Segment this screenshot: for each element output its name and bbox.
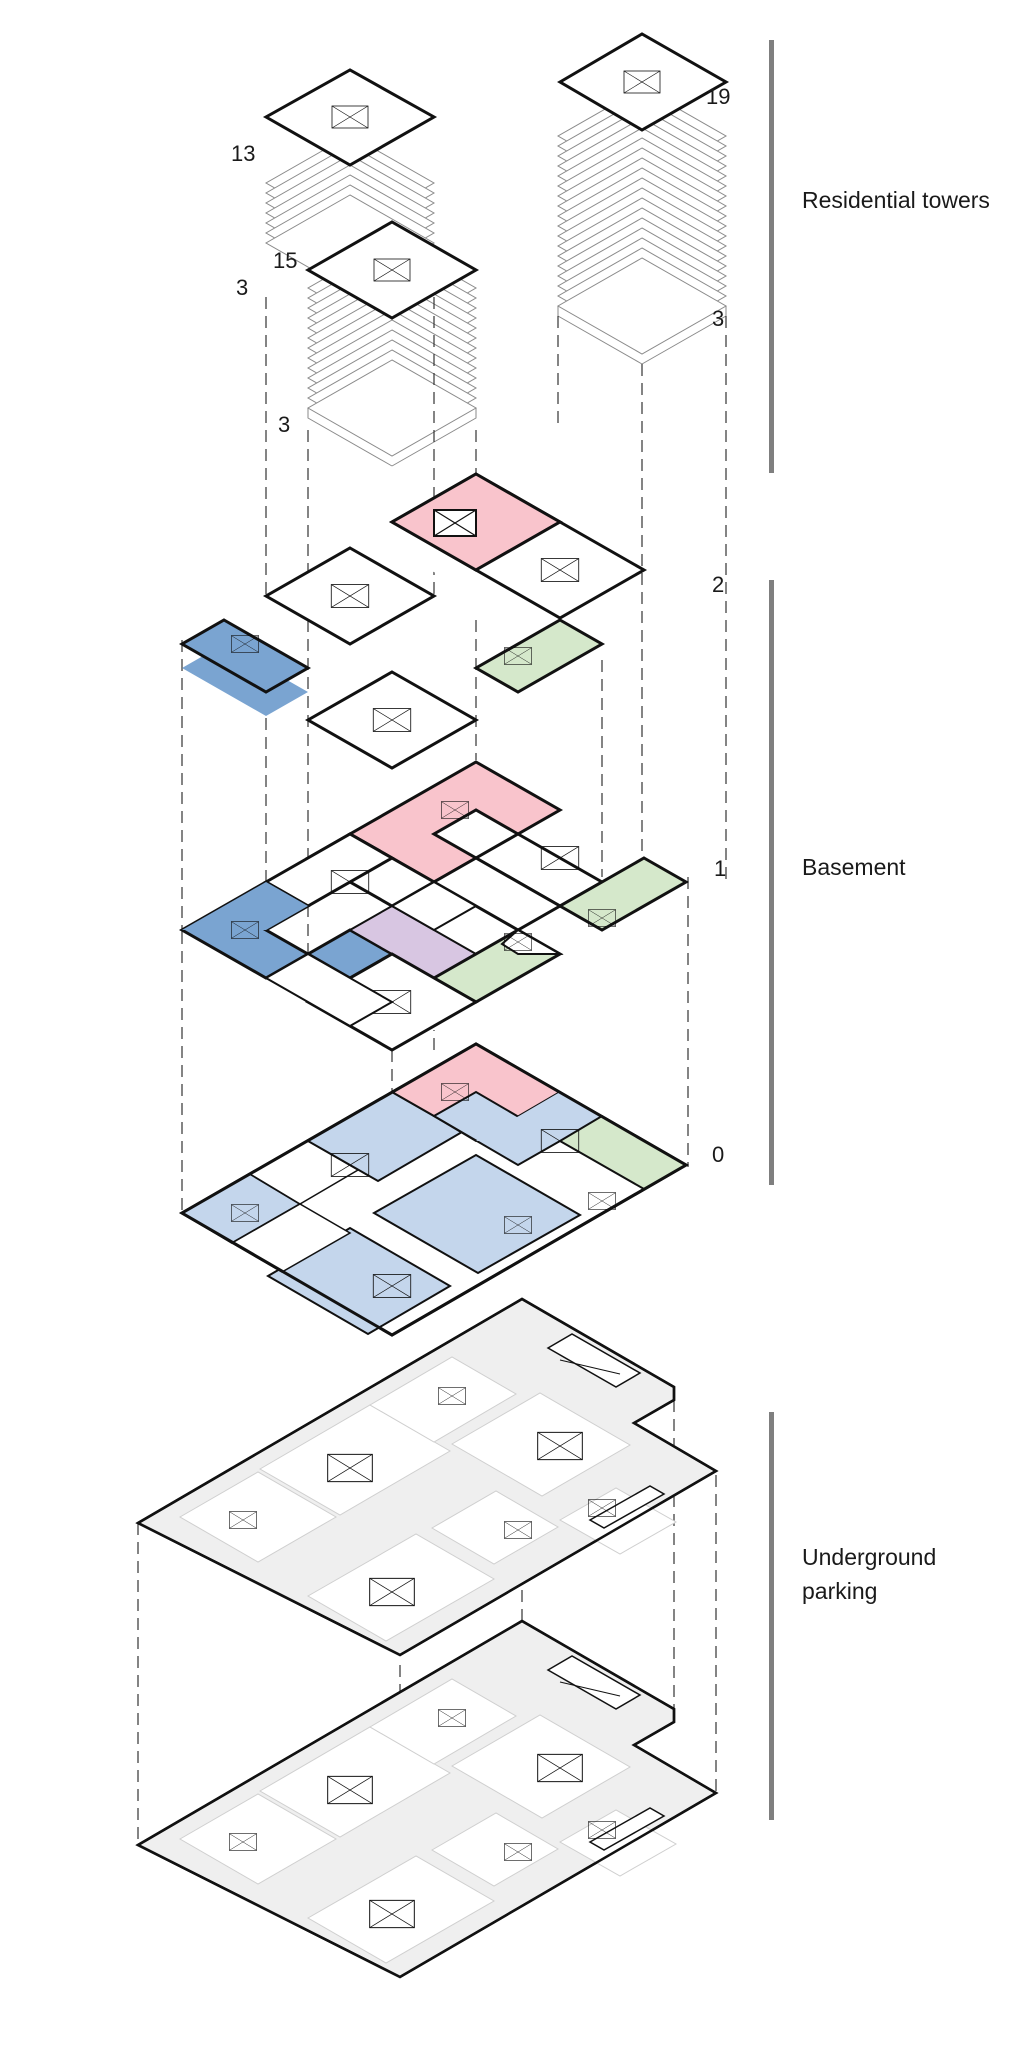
basement-bracket [769, 580, 774, 1185]
level-label-tower-center-3: 3 [278, 412, 291, 437]
level-1-plate [178, 760, 690, 1052]
section-label-underground: Underground [802, 1544, 937, 1570]
level-label-tower-left-3: 3 [236, 275, 249, 300]
level-2-plates [178, 472, 648, 770]
towers-bracket [769, 40, 774, 473]
section-label-basement: Basement [802, 854, 906, 880]
tower-right [556, 32, 730, 365]
level-label-13: 13 [231, 141, 256, 166]
parking-upper-plate [135, 1297, 719, 1657]
section-label-parking: parking [802, 1578, 878, 1604]
level-0-plate [179, 1042, 690, 1337]
tower-center [304, 220, 480, 467]
parking-bracket [769, 1412, 774, 1820]
level-label-0: 0 [712, 1142, 725, 1167]
level-label-1: 1 [714, 856, 727, 881]
level-label-15: 15 [273, 248, 298, 273]
level-label-tower-right-3: 3 [712, 306, 725, 331]
section-label-residential-towers: Residential towers [802, 187, 990, 213]
level-label-19: 19 [706, 84, 731, 109]
parking-lower-plate [135, 1619, 719, 1979]
level-label-2: 2 [712, 572, 725, 597]
